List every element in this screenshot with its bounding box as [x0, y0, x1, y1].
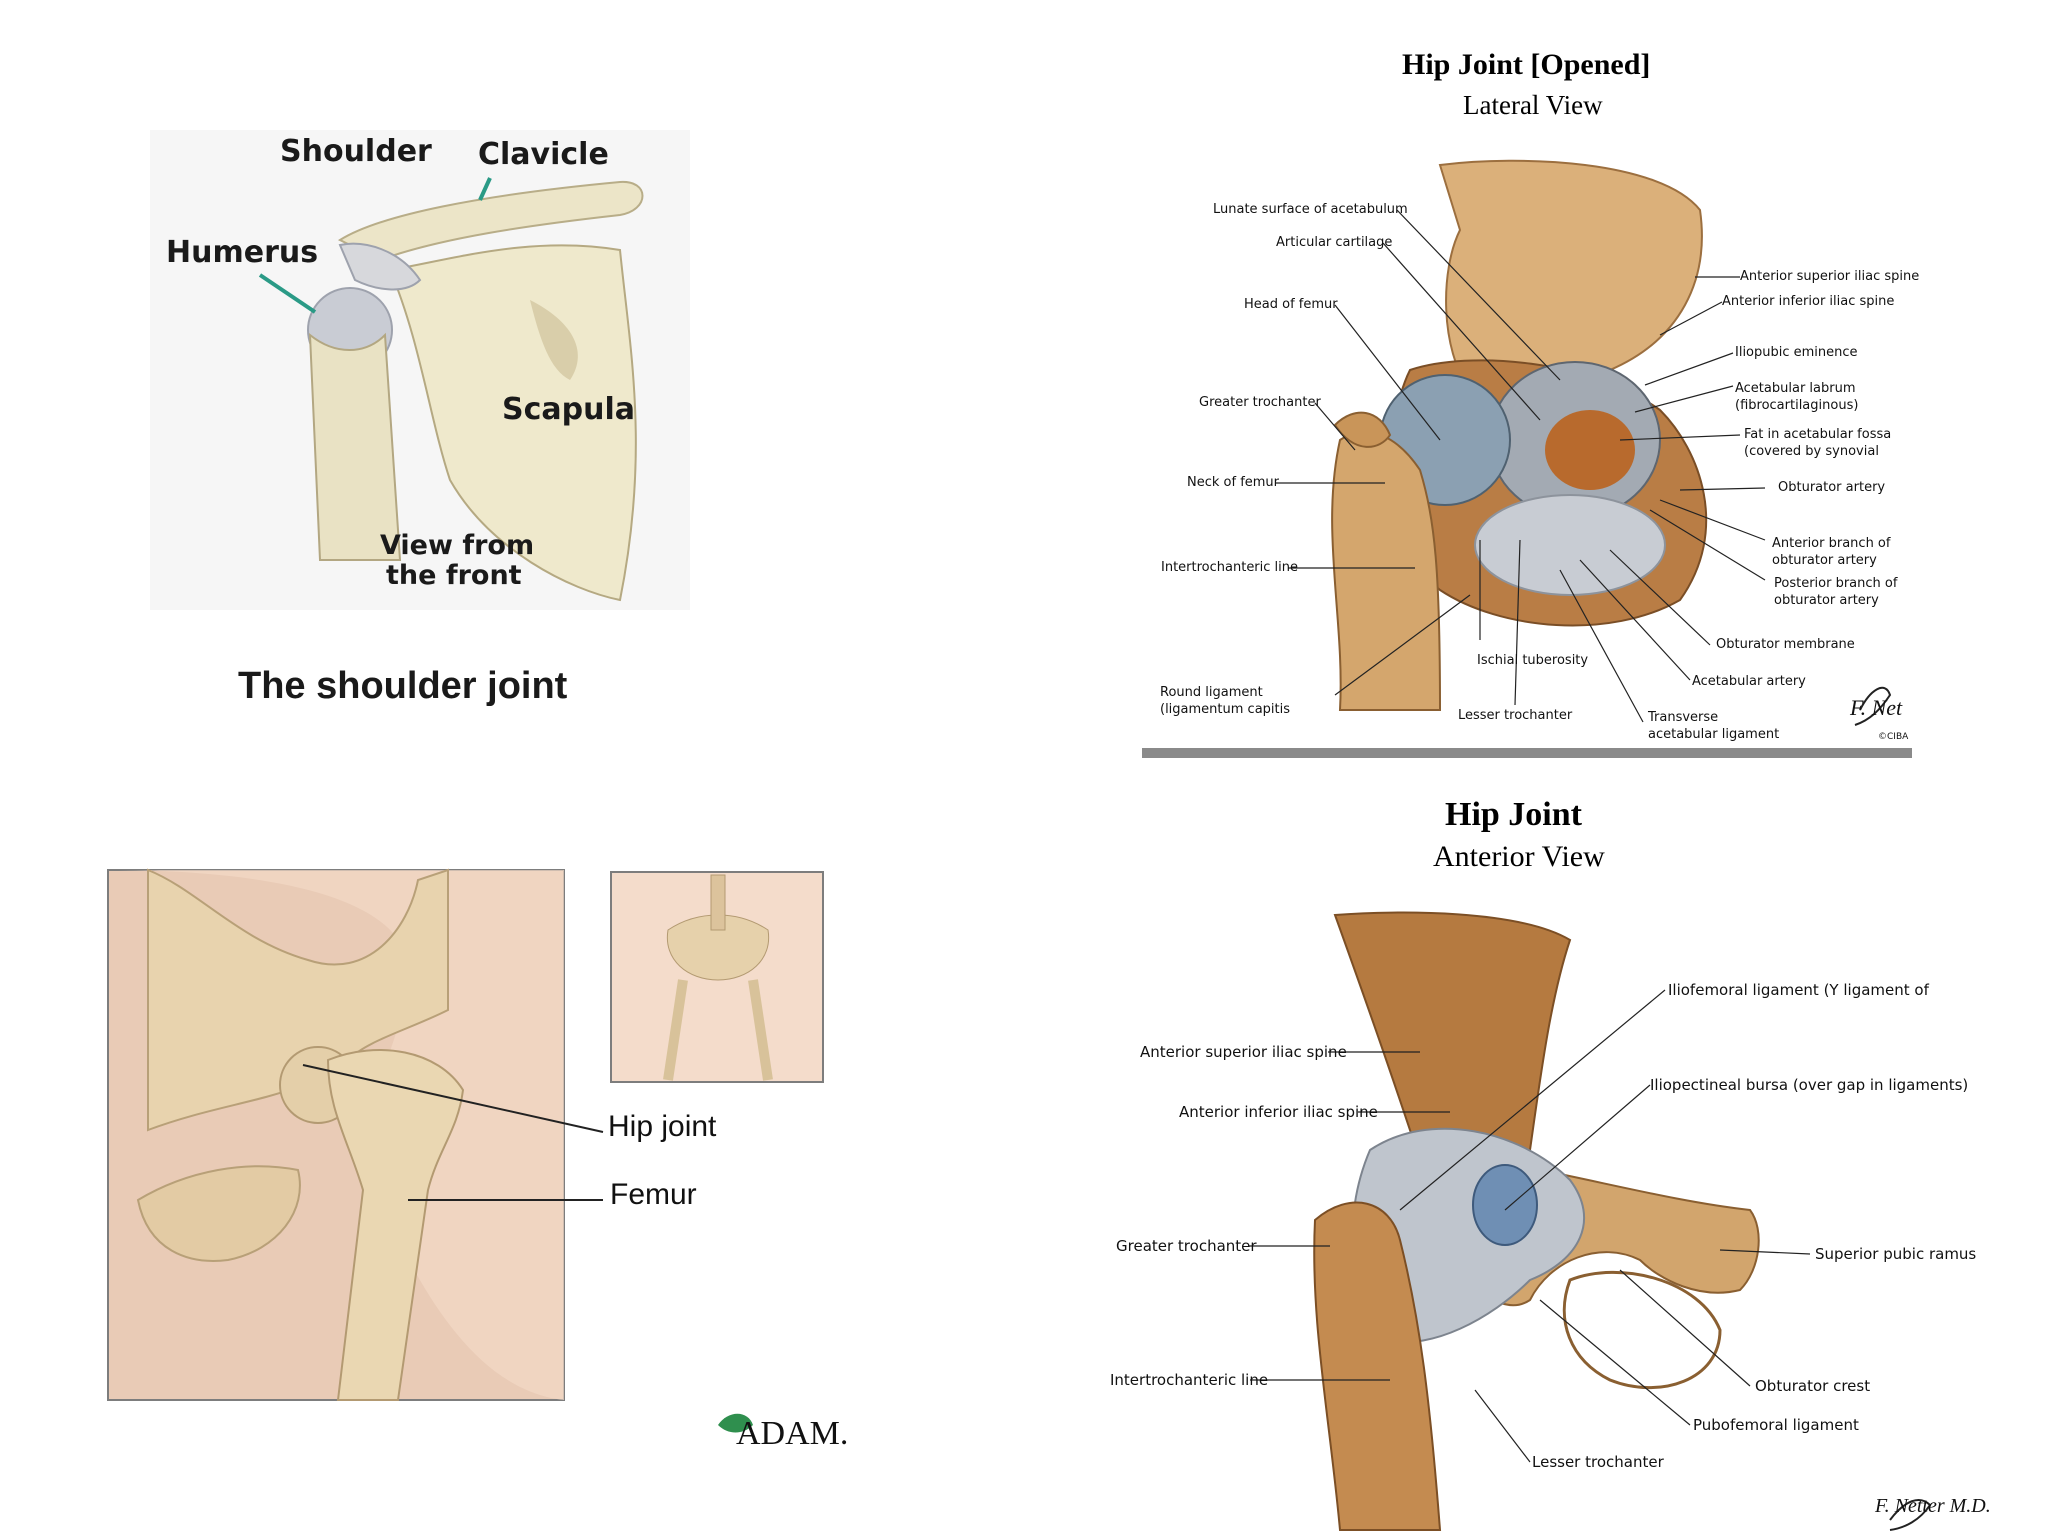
label-obturator-artery: Obturator artery — [1778, 480, 1885, 496]
label-transverse-2: acetabular ligament — [1648, 727, 1779, 743]
label-intertrochanteric-line: Intertrochanteric line — [1161, 560, 1298, 576]
hip-opened-title: Hip Joint [Opened] — [1402, 48, 1650, 82]
label-posterior-branch-2: obturator artery — [1774, 593, 1879, 609]
shoulder-diagram: Shoulder Clavicle Humerus Scapula View f… — [150, 120, 690, 620]
hip-opened-subtitle: Lateral View — [1463, 90, 1603, 121]
label-anterior-intertrochanteric: Intertrochanteric line — [1110, 1371, 1268, 1389]
label-hip-joint: Hip joint — [608, 1110, 716, 1144]
hip-anterior-title: Hip Joint — [1445, 796, 1582, 834]
label-fat-2: (covered by synovial — [1744, 444, 1879, 460]
label-anterior-greater-trochanter: Greater trochanter — [1116, 1237, 1257, 1255]
label-labrum: Acetabular labrum — [1735, 381, 1856, 397]
hip-opened-signature: F. Net — [1850, 695, 1902, 721]
label-lunate-surface: Lunate surface of acetabulum — [1213, 202, 1408, 218]
label-view-line1: View from — [380, 530, 534, 561]
label-anterior-aiis: Anterior inferior iliac spine — [1179, 1103, 1378, 1121]
hip-adam-diagram: Hip joint Femur ADAM. — [108, 870, 878, 1460]
hip-anterior-signature: F. Netter M.D. — [1875, 1495, 1991, 1518]
shoulder-caption: The shoulder joint — [238, 665, 567, 708]
label-scapula: Scapula — [502, 392, 635, 427]
label-shoulder: Shoulder — [280, 134, 432, 169]
label-iliopectineal: Iliopectineal bursa (over gap in ligamen… — [1650, 1076, 1968, 1094]
hip-adam-illustration — [108, 870, 878, 1460]
label-round-ligament: Round ligament — [1160, 685, 1263, 701]
label-humerus: Humerus — [166, 235, 318, 270]
label-clavicle: Clavicle — [478, 137, 609, 172]
label-transverse: Transverse — [1648, 710, 1718, 726]
label-obturator-crest: Obturator crest — [1755, 1377, 1870, 1395]
label-femur: Femur — [610, 1178, 697, 1212]
label-articular-cartilage: Articular cartilage — [1276, 235, 1392, 251]
label-anterior-branch-2: obturator artery — [1772, 553, 1877, 569]
hip-opened-copyright: ©CIBA — [1878, 732, 1908, 742]
label-head-of-femur: Head of femur — [1244, 297, 1338, 313]
label-lesser-trochanter: Lesser trochanter — [1458, 708, 1572, 724]
label-round-ligament-2: (ligamentum capitis — [1160, 702, 1290, 718]
label-neck-of-femur: Neck of femur — [1187, 475, 1279, 491]
adam-logo: ADAM. — [736, 1415, 848, 1453]
label-anterior-asis: Anterior superior iliac spine — [1140, 1043, 1347, 1061]
label-ischial-tuberosity: Ischial tuberosity — [1477, 653, 1588, 669]
label-obturator-membrane: Obturator membrane — [1716, 637, 1855, 653]
hip-anterior-subtitle: Anterior View — [1433, 840, 1605, 874]
label-asis: Anterior superior iliac spine — [1740, 269, 1919, 285]
label-superior-pubic-ramus: Superior pubic ramus — [1815, 1245, 1976, 1263]
label-posterior-branch: Posterior branch of — [1774, 576, 1897, 592]
label-iliofemoral: Iliofemoral ligament (Y ligament of — [1668, 981, 1929, 999]
label-view-line2: the front — [386, 560, 522, 591]
hip-opened-diagram: Lunate surface of acetabulum Articular c… — [1140, 150, 1920, 770]
label-acetabular-artery: Acetabular artery — [1692, 674, 1806, 690]
label-labrum-2: (fibrocartilaginous) — [1735, 398, 1858, 414]
label-fat: Fat in acetabular fossa — [1744, 427, 1891, 443]
label-greater-trochanter: Greater trochanter — [1199, 395, 1321, 411]
hip-anterior-diagram: Iliofemoral ligament (Y ligament of Ante… — [1100, 900, 2000, 1530]
label-iliopubic: Iliopubic eminence — [1735, 345, 1858, 361]
label-anterior-lesser-trochanter: Lesser trochanter — [1532, 1453, 1664, 1471]
label-anterior-branch: Anterior branch of — [1772, 536, 1890, 552]
label-pubofemoral: Pubofemoral ligament — [1693, 1416, 1859, 1434]
label-aiis: Anterior inferior iliac spine — [1722, 294, 1894, 310]
